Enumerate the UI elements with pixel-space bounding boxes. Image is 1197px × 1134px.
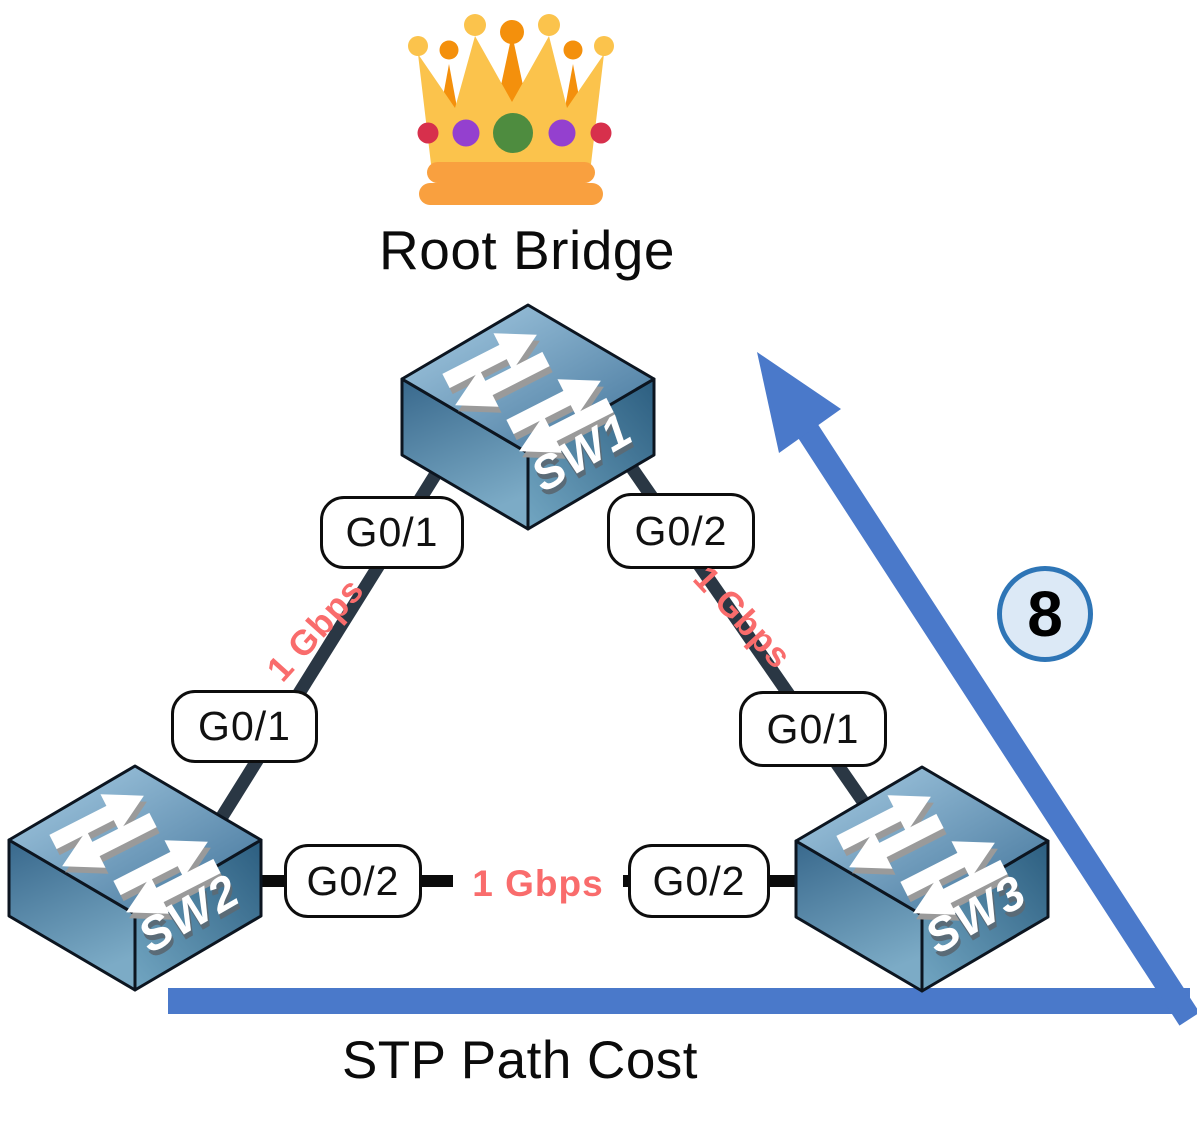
crown-icon <box>408 14 614 205</box>
link-speed-label-sw2-sw3: 1 Gbps <box>453 861 623 907</box>
port-label-sw1-g0-1: G0/1 <box>320 496 464 569</box>
path-cost-badge: 8 <box>997 566 1093 662</box>
port-label-sw3-g0-1: G0/1 <box>739 691 887 767</box>
port-label-sw2-g0-2: G0/2 <box>284 844 422 918</box>
arrow-up-right-icon <box>168 352 1197 1026</box>
switch-sw1: SW1 SW1 <box>400 303 656 531</box>
root-bridge-label: Root Bridge <box>379 219 675 281</box>
port-label-sw1-g0-2: G0/2 <box>607 493 755 569</box>
port-label-sw2-g0-1: G0/1 <box>171 690 318 763</box>
switch-sw2: SW2 SW2 <box>7 764 263 992</box>
stp-path-cost-label: STP Path Cost <box>341 1031 699 1090</box>
port-label-sw3-g0-2: G0/2 <box>628 844 770 918</box>
switch-sw3: SW3 SW3 <box>794 765 1050 993</box>
